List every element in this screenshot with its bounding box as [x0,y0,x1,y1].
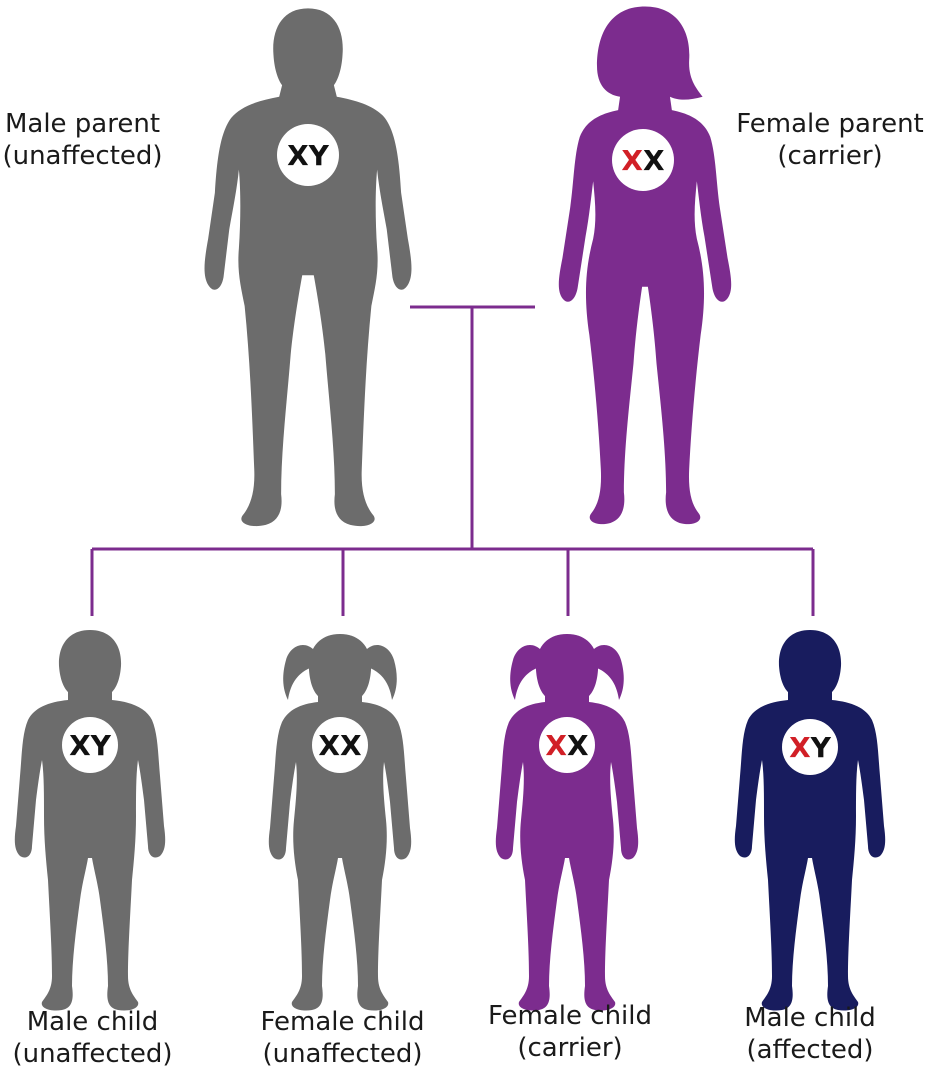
male-child-unaffected-chromosome-1: X [69,729,91,762]
male-child-affected-silhouette-icon [735,630,885,1011]
male-parent-label: Male parent (unaffected) [0,108,165,172]
pedigree-connector-lines [92,307,813,616]
male-child-unaffected-silhouette-icon [15,630,165,1011]
female-child-carrier-figure: XX [496,634,638,1011]
male-child-affected-label-line1: Male child [720,1002,900,1034]
male-child-affected-label-line2: (affected) [720,1034,900,1066]
male-parent-silhouette-icon [205,8,412,526]
male-parent-label-line1: Male parent [0,108,165,140]
female-parent-chromosome-1: X [621,144,643,177]
female-child-carrier-silhouette-icon [496,634,638,1011]
female-parent-figure: XX [559,6,731,524]
female-child-unaffected-figure: XX [269,634,411,1011]
male-child-unaffected-label: Male child (unaffected) [0,1006,185,1070]
female-child-unaffected-label-line2: (unaffected) [245,1038,440,1070]
male-child-unaffected-figure: XY [15,630,165,1011]
female-child-carrier-label-line2: (carrier) [475,1032,665,1064]
male-parent-chromosome-2: Y [308,139,330,172]
male-parent-genotype: XY [287,139,330,172]
female-child-unaffected-chromosome-1: X [318,729,340,762]
female-child-carrier-chromosome-2: X [567,729,589,762]
female-parent-label: Female parent (carrier) [735,108,925,172]
male-child-unaffected-chromosome-2: Y [90,729,112,762]
female-child-unaffected-genotype: XX [318,729,362,762]
female-child-unaffected-chromosome-2: X [340,729,362,762]
female-parent-silhouette-icon [559,6,731,524]
female-child-carrier-label: Female child (carrier) [475,1000,665,1064]
male-child-affected-genotype: XY [789,731,832,764]
male-parent-chromosome-1: X [287,139,309,172]
female-child-carrier-chromosome-1: X [545,729,567,762]
male-child-unaffected-label-line1: Male child [0,1006,185,1038]
female-child-carrier-genotype: XX [545,729,589,762]
male-parent-label-line2: (unaffected) [0,140,165,172]
male-parent-figure: XY [205,8,412,526]
female-parent-genotype: XX [621,144,665,177]
female-parent-label-line2: (carrier) [735,140,925,172]
male-child-affected-chromosome-1: X [789,731,811,764]
female-parent-label-line1: Female parent [735,108,925,140]
female-child-carrier-label-line1: Female child [475,1000,665,1032]
male-child-unaffected-label-line2: (unaffected) [0,1038,185,1070]
male-child-affected-figure: XY [735,630,885,1011]
female-parent-chromosome-2: X [643,144,665,177]
male-child-affected-label: Male child (affected) [720,1002,900,1066]
female-child-unaffected-silhouette-icon [269,634,411,1011]
male-child-unaffected-genotype: XY [69,729,112,762]
male-child-affected-chromosome-2: Y [810,731,832,764]
female-child-unaffected-label: Female child (unaffected) [245,1006,440,1070]
female-child-unaffected-label-line1: Female child [245,1006,440,1038]
